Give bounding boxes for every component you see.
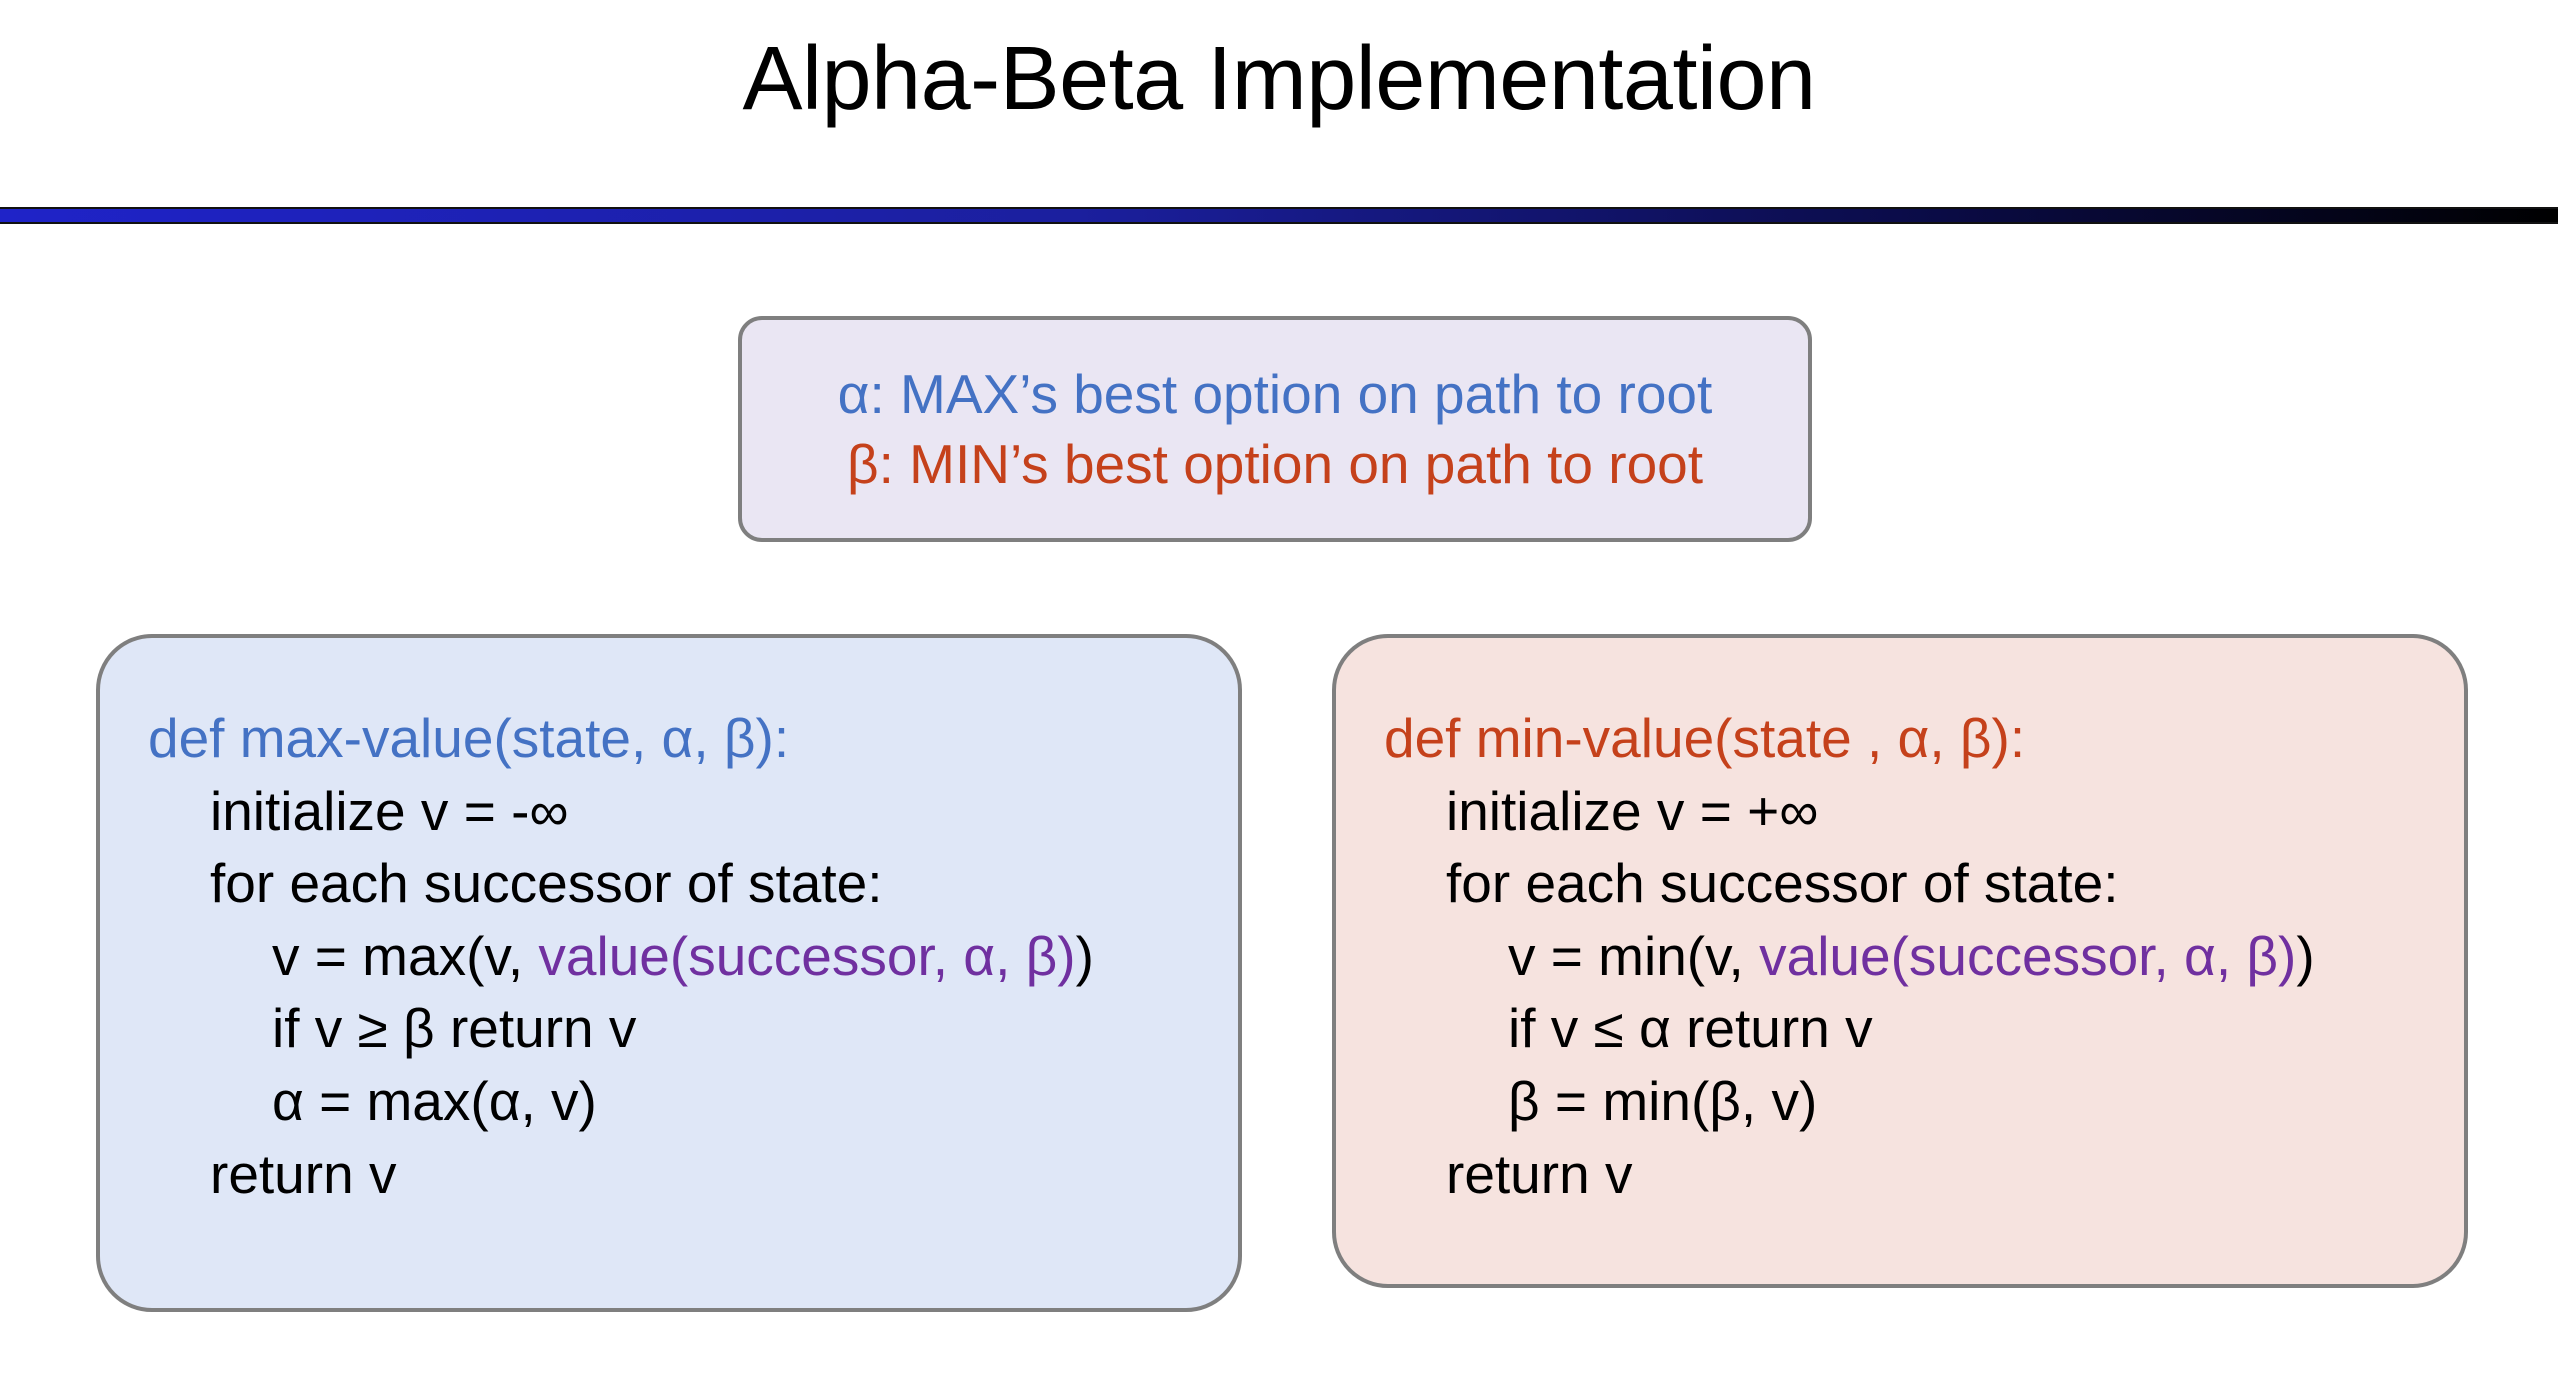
code-line: if v ≤ α return v [1384, 992, 2416, 1065]
code-segment: return v [1446, 1142, 1633, 1205]
page-title: Alpha-Beta Implementation [742, 29, 1816, 129]
title-divider-rule [0, 207, 2558, 224]
code-segment: v = max(v, [272, 924, 539, 987]
code-line: for each successor of state: [148, 847, 1190, 920]
code-segment: if v ≤ α return v [1508, 997, 1873, 1060]
code-line: initialize v = -∞ [148, 775, 1190, 848]
code-line: initialize v = +∞ [1384, 775, 2416, 848]
code-line: return v [148, 1138, 1190, 1211]
code-segment: α = max(α, v) [272, 1069, 597, 1132]
code-line: for each successor of state: [1384, 847, 2416, 920]
code-segment: initialize v = +∞ [1446, 779, 1819, 842]
code-line: if v ≥ β return v [148, 992, 1190, 1065]
code-line: β = min(β, v) [1384, 1065, 2416, 1138]
max-value-pseudocode-box: def max-value(state, α, β): initialize v … [96, 634, 1242, 1312]
code-segment: value(successor, α, β) [1759, 924, 2297, 987]
code-segment: v = min(v, [1508, 924, 1760, 987]
code-line: α = max(α, v) [148, 1065, 1190, 1138]
code-segment: β = min(β, v) [1508, 1069, 1818, 1132]
code-segment: def min-value(state , α, β): [1384, 707, 2026, 769]
code-line: def min-value(state , α, β): [1384, 702, 2416, 775]
code-segment: if v ≥ β return v [272, 997, 637, 1060]
code-segment: for each successor of state: [1446, 852, 2119, 915]
code-segment: value(successor, α, β) [538, 924, 1076, 987]
legend-alpha-line: α: MAX’s best option on path to root [837, 362, 1713, 425]
code-line: v = max(v, value(successor, α, β)) [148, 920, 1190, 993]
code-segment: for each successor of state: [210, 852, 883, 915]
code-line: return v [1384, 1138, 2416, 1211]
code-segment: initialize v = -∞ [210, 779, 569, 842]
code-segment: ) [2296, 924, 2315, 987]
code-line: v = min(v, value(successor, α, β)) [1384, 920, 2416, 993]
code-segment: def max-value(state, α, β): [148, 707, 790, 769]
code-segment: ) [1075, 924, 1094, 987]
code-segment: return v [210, 1142, 397, 1205]
legend-beta-line: β: MIN’s best option on path to root [846, 433, 1704, 495]
code-line: def max-value(state, α, β): [148, 702, 1190, 775]
min-value-pseudocode-box: def min-value(state , α, β): initialize v… [1332, 634, 2468, 1288]
alpha-beta-legend-box: α: MAX’s best option on path to root β: … [738, 316, 1812, 542]
